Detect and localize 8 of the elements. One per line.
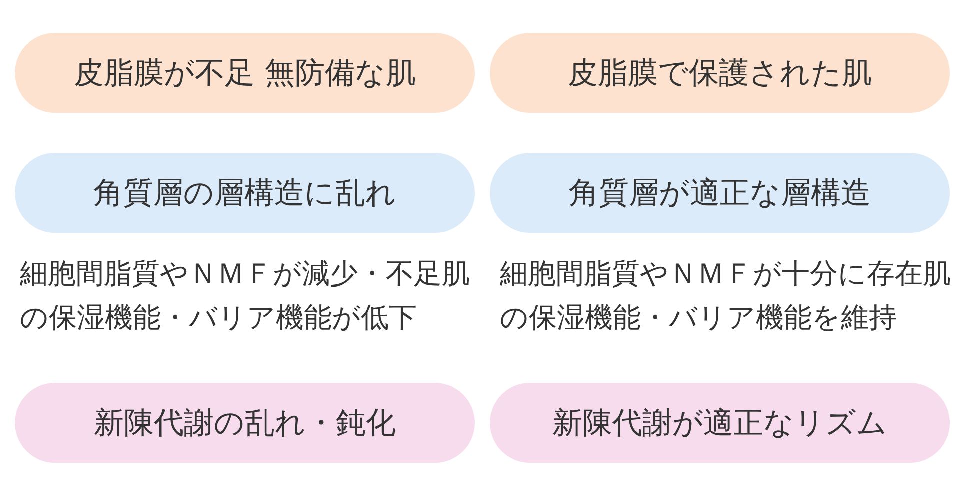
box-text: 角質層の層構造に乱れ — [94, 174, 396, 212]
box-text: 新陳代謝の乱れ・鈍化 — [94, 404, 396, 442]
box-text: 皮脂膜で保護された肌 — [568, 54, 872, 92]
description-text: 細胞間脂質やＮＭＦが十分に存在肌の保湿機能・バリア機能を維持 — [500, 256, 952, 336]
box-text: 皮脂膜が不足 無防備な肌 — [74, 54, 416, 92]
description-text: 細胞間脂質やＮＭＦが減少・不足肌の保湿機能・バリア機能が低下 — [20, 256, 471, 336]
box-text: 新陳代謝が適正なリズム — [552, 404, 888, 442]
box-text: 角質層が適正な層構造 — [569, 174, 871, 212]
